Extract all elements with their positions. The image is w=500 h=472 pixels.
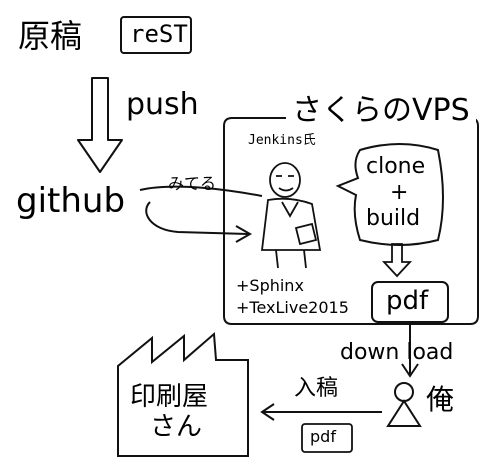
- pdf-doc-label: pdf: [310, 427, 336, 446]
- pdf-output-box: [371, 281, 449, 323]
- me-label: 俺: [426, 383, 455, 416]
- push-arrow: [77, 77, 123, 173]
- printer-line1: 印刷屋: [130, 382, 209, 412]
- pdf-output-label: pdf: [386, 286, 429, 316]
- manuscript-label: 原稿: [18, 17, 83, 55]
- build-arrow: [381, 243, 413, 278]
- format-box: [120, 16, 192, 54]
- sphinx-label: +Sphinx: [236, 276, 304, 295]
- person-icon: [386, 382, 422, 427]
- vps-title: さくらのVPS: [286, 96, 476, 126]
- bubble-line3: build: [366, 206, 421, 231]
- factory-icon: [117, 331, 249, 457]
- format-box-label: reST: [130, 20, 188, 48]
- watch-arrow: [139, 185, 263, 197]
- pdf-doc-box: [301, 423, 353, 453]
- texlive-label: +TexLive2015: [236, 298, 349, 317]
- submit-label: 入稿: [294, 376, 339, 401]
- vps-frame: [223, 117, 479, 325]
- bubble-line1: clone: [366, 154, 426, 179]
- jenkins-butler-icon: [260, 162, 322, 269]
- bubble-line2: +: [390, 180, 409, 205]
- speech-bubble-icon: [335, 143, 444, 246]
- jenkins-label: Jenkins氏: [248, 133, 316, 148]
- watch-label: みてる: [168, 174, 217, 193]
- github-label: github: [16, 181, 126, 221]
- download-label: down load: [340, 340, 454, 365]
- push-label: push: [126, 87, 199, 122]
- printer-line2: さん: [150, 412, 203, 442]
